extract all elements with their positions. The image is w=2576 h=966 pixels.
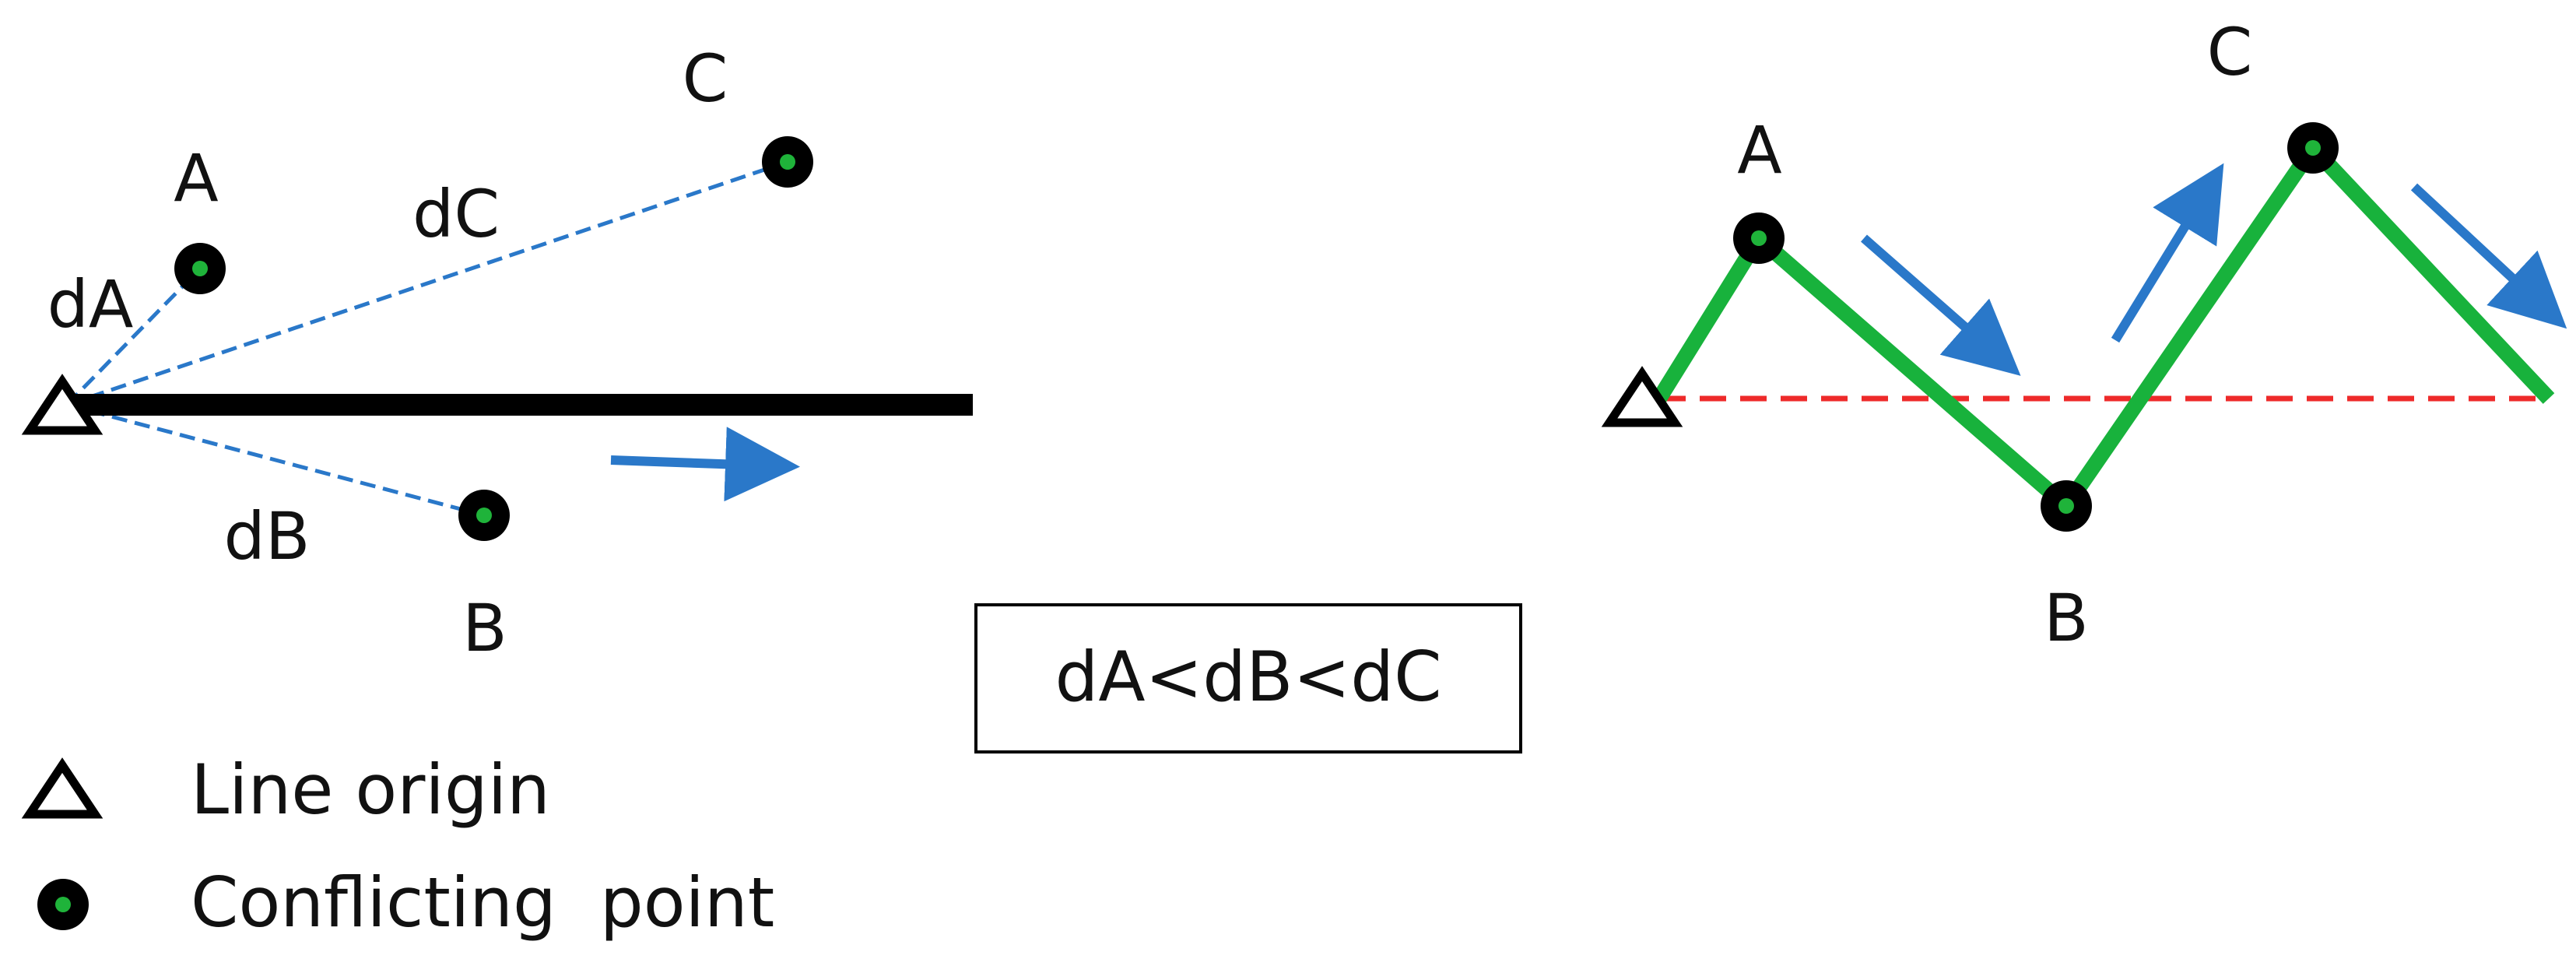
legend-origin-label: Line origin	[191, 750, 550, 830]
conflicting-point-icon	[37, 879, 89, 930]
relation-box: dA<dB<dC	[974, 603, 1522, 753]
distance-line-b	[66, 402, 485, 518]
distance-line-a	[65, 267, 202, 406]
point-b	[458, 490, 510, 541]
point-a	[174, 243, 226, 294]
origin-triangle-icon	[1601, 366, 1683, 427]
label-point-a: A	[1737, 112, 1781, 188]
point-c	[2287, 122, 2339, 174]
direction-arrow-icon	[610, 427, 800, 502]
direction-arrow-icon	[1861, 234, 2021, 376]
point-b	[2041, 480, 2092, 532]
label-distance-c: dC	[412, 176, 500, 252]
legend-point-row: Conflicting point	[37, 862, 774, 943]
legend: Line origin Conflicting point	[21, 750, 774, 943]
label-point-b: B	[2044, 580, 2089, 656]
right-panel: A B C	[1601, 14, 2567, 656]
label-point-c: C	[2207, 14, 2253, 90]
origin-triangle-icon	[21, 757, 104, 819]
direction-arrow-icon	[2410, 183, 2567, 329]
distance-line-c	[66, 160, 788, 407]
label-distance-b: dB	[224, 498, 311, 574]
point-a	[1733, 213, 1785, 264]
label-distance-a: dA	[47, 266, 134, 342]
zigzag-path	[1652, 135, 2555, 518]
legend-origin-row: Line origin	[21, 750, 550, 830]
left-panel: A C B dA dC dB	[21, 40, 973, 666]
point-c	[762, 136, 813, 188]
label-point-a: A	[174, 140, 218, 216]
direction-arrow-icon	[2111, 163, 2224, 343]
label-point-c: C	[683, 40, 728, 117]
legend-point-label: Conflicting point	[191, 862, 774, 943]
origin-triangle-icon	[21, 374, 104, 435]
label-point-b: B	[462, 590, 507, 666]
relation-label: dA<dB<dC	[1055, 637, 1441, 717]
